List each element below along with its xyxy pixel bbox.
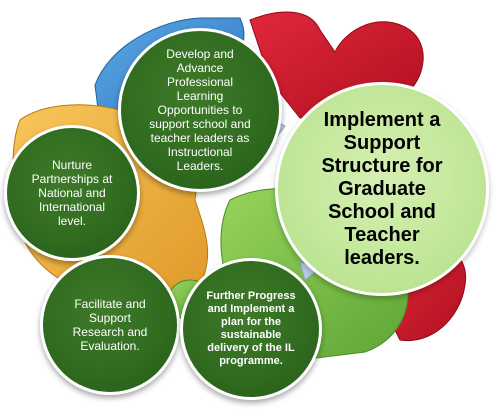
node-nurture-label: Nurture Partnerships at National and Int… — [31, 158, 113, 228]
node-nurture: Nurture Partnerships at National and Int… — [4, 125, 140, 261]
node-central: Implement a Support Structure for Gradua… — [275, 82, 489, 296]
node-facilitate-label: Facilitate and Support Research and Eval… — [72, 297, 148, 353]
node-develop: Develop and Advance Professional Learnin… — [118, 28, 282, 192]
node-further: Further Progress and Implement a plan fo… — [180, 258, 322, 400]
node-central-label: Implement a Support Structure for Gradua… — [321, 108, 443, 269]
node-develop-label: Develop and Advance Professional Learnin… — [149, 47, 251, 173]
node-further-label: Further Progress and Implement a plan fo… — [206, 290, 296, 367]
node-facilitate: Facilitate and Support Research and Eval… — [40, 255, 180, 395]
